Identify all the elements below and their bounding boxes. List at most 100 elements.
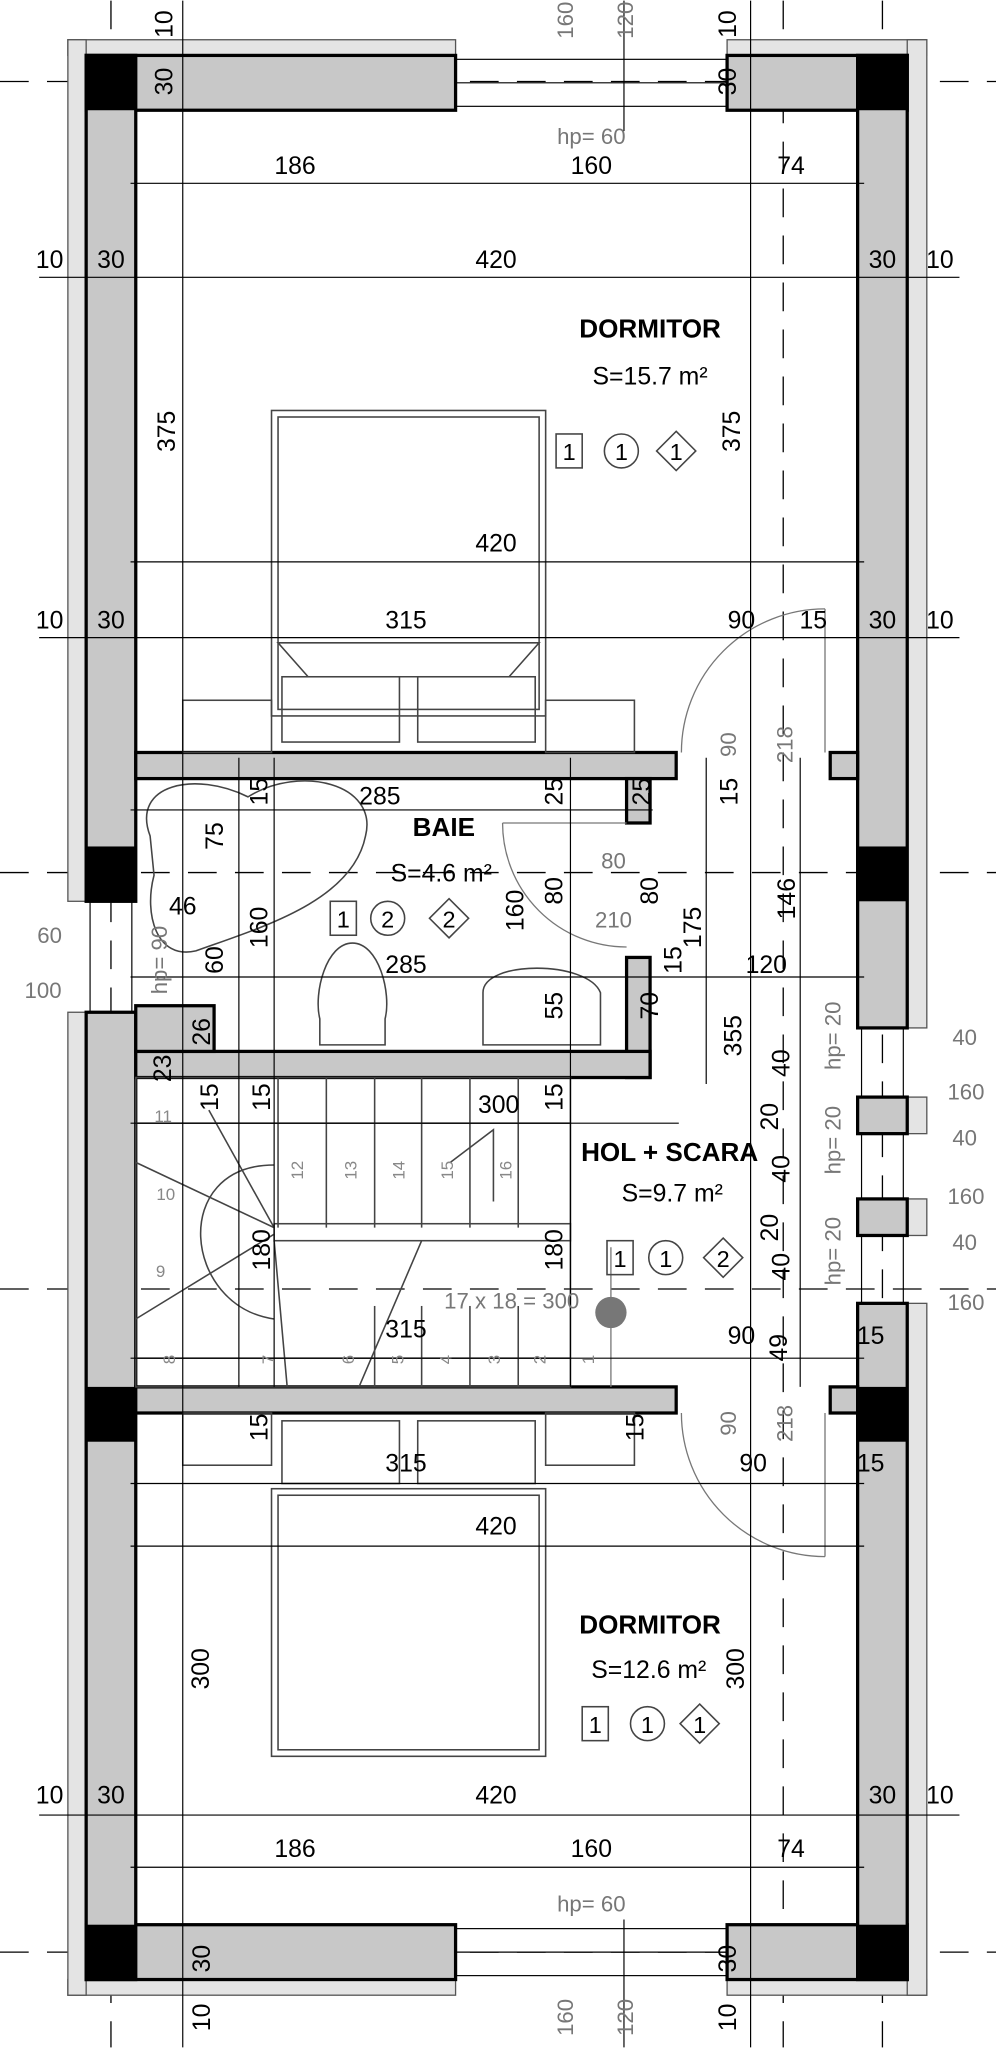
- dim-label: 146: [774, 878, 801, 919]
- tag-wall: 1: [615, 439, 628, 465]
- tag-wall: 2: [381, 906, 394, 932]
- dim-label: 15: [249, 1083, 276, 1111]
- dim-label: 90: [716, 732, 741, 757]
- dim-label: 10: [926, 247, 954, 274]
- dim-label: 160: [553, 1999, 578, 2036]
- step-number: 8: [160, 1355, 179, 1364]
- dim-label: 30: [869, 607, 897, 634]
- windows: [89, 58, 904, 1977]
- step-number: 15: [438, 1161, 457, 1180]
- dim-label: 60: [202, 946, 229, 974]
- dim-label: 80: [637, 877, 664, 905]
- tag-wall: 1: [641, 1712, 654, 1738]
- tag-floor: 1: [337, 906, 350, 932]
- dim-label: 218: [772, 1405, 797, 1442]
- dim-label: 10: [36, 1782, 64, 1809]
- dim-label: 315: [385, 1316, 426, 1343]
- bed-top: [270, 409, 547, 717]
- dimension-lines: [39, 0, 960, 2048]
- dim-label: 10: [189, 2004, 216, 2032]
- insulation: [67, 39, 928, 1996]
- dim-label: 15: [197, 1083, 224, 1111]
- stair-formula: 17 x 18 = 300: [444, 1289, 579, 1314]
- staircase: [134, 1076, 627, 1388]
- dim-label: 30: [715, 1945, 742, 1973]
- dim-label: 23: [150, 1055, 177, 1083]
- dim-label: 30: [151, 68, 178, 96]
- dim-label: 186: [274, 1836, 315, 1863]
- dim-label: 420: [475, 1782, 516, 1809]
- dim-label: 70: [637, 992, 664, 1020]
- dim-label: 30: [189, 1945, 216, 1973]
- dim-label: 300: [478, 1092, 519, 1119]
- dim-label: 40: [769, 1253, 796, 1281]
- dim-label: 180: [542, 1229, 569, 1270]
- step-number: 13: [341, 1161, 360, 1180]
- dim-label: 55: [542, 992, 569, 1020]
- room-name-bedroom-top: DORMITOR: [579, 313, 721, 343]
- bathtub: [145, 780, 368, 953]
- dim-label: 160: [571, 1836, 612, 1863]
- dim-label: 160: [502, 890, 529, 931]
- bed-bottom: [270, 1487, 547, 1758]
- door-swings: [501, 608, 826, 1558]
- sill-height-label: hp= 20: [821, 1217, 846, 1285]
- room-area-bedroom-bottom: S=12.6 m²: [591, 1657, 706, 1684]
- room-labels: DORMITOR S=15.7 m² BAIE S=4.6 m² HOL + S…: [391, 313, 759, 1684]
- tag-floor: 1: [563, 439, 576, 465]
- dim-label: 218: [772, 726, 797, 763]
- dim-label: 420: [475, 247, 516, 274]
- dim-label: 160: [947, 1080, 984, 1105]
- tag-wall: 1: [659, 1246, 672, 1272]
- dim-label: 40: [769, 1049, 796, 1077]
- dim-label: 300: [723, 1648, 750, 1689]
- step-number: 16: [497, 1161, 516, 1180]
- dim-label: 25: [629, 778, 656, 806]
- interior-walls: [134, 750, 860, 1415]
- dim-label: 30: [97, 247, 125, 274]
- tag-ceiling: 1: [670, 439, 683, 465]
- dim-label: 90: [739, 1451, 767, 1478]
- tag-ceiling: 2: [717, 1246, 730, 1272]
- step-number: 11: [154, 1107, 172, 1126]
- dim-label: 30: [715, 68, 742, 96]
- dim-label: 15: [857, 1323, 885, 1350]
- dim-label: 355: [720, 1015, 747, 1056]
- dim-label: 160: [571, 153, 612, 180]
- dim-label: 160: [947, 1290, 984, 1315]
- dim-label: 160: [247, 907, 274, 948]
- dim-label: 15: [857, 1451, 885, 1478]
- dim-label: 10: [926, 607, 954, 634]
- dim-label: 10: [36, 607, 64, 634]
- dim-label: 160: [553, 2, 578, 39]
- dim-label: 10: [715, 10, 742, 38]
- dim-label: 160: [947, 1184, 984, 1209]
- dim-label: 30: [869, 247, 897, 274]
- dim-label: 15: [799, 607, 827, 634]
- dim-label: 315: [385, 607, 426, 634]
- dim-label: 30: [97, 607, 125, 634]
- room-name-hall: HOL + SCARA: [581, 1137, 758, 1167]
- dim-label: 315: [385, 1451, 426, 1478]
- room-tags: 1 1 1 1 2 2 1 1 2 1 1 1: [329, 430, 744, 1745]
- step-number: 12: [288, 1161, 307, 1180]
- dim-label: 90: [728, 607, 756, 634]
- room-area-bedroom-top: S=15.7 m²: [593, 363, 708, 390]
- dim-label: 10: [715, 2004, 742, 2032]
- room-name-bedroom-bottom: DORMITOR: [579, 1610, 721, 1640]
- dim-label: 20: [757, 1214, 784, 1242]
- dim-label: 46: [169, 893, 197, 920]
- room-area-hall: S=9.7 m²: [622, 1181, 723, 1208]
- tag-floor: 1: [614, 1246, 627, 1272]
- dimension-labels-middle: 15 285 25 25 15 75 80 80 80 210 175 146 …: [25, 778, 985, 1362]
- dim-label: 120: [613, 1999, 638, 2036]
- step-number: 7: [259, 1355, 278, 1364]
- dim-label: 300: [188, 1648, 215, 1689]
- sill-height-label: hp= 90: [147, 926, 172, 994]
- toilet: [317, 942, 388, 1046]
- dim-label: 420: [475, 530, 516, 557]
- dim-label: 26: [189, 1018, 216, 1046]
- dim-label: 285: [359, 784, 400, 811]
- tag-ceiling: 2: [443, 906, 456, 932]
- sill-height-label: hp= 20: [821, 1106, 846, 1174]
